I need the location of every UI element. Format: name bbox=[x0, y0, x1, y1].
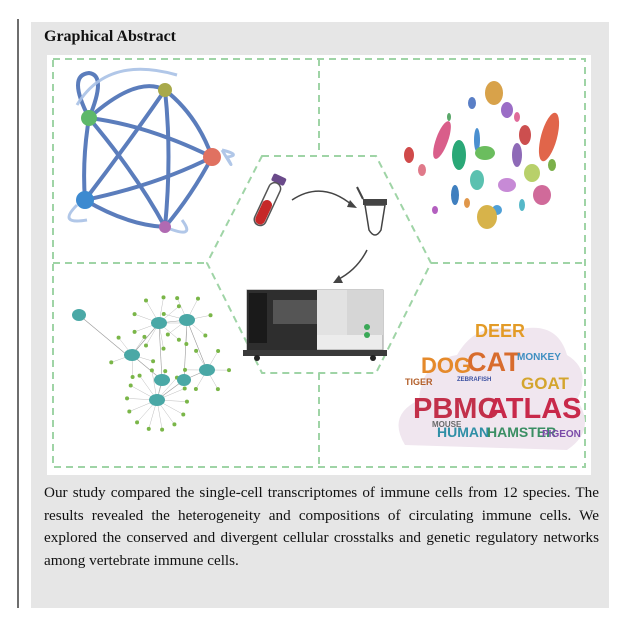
word-tiger: TIGER bbox=[405, 377, 433, 387]
leaf-node bbox=[175, 296, 180, 301]
leaf-node bbox=[194, 348, 199, 353]
leaf-node bbox=[181, 412, 186, 417]
word-atlas: ATLAS bbox=[487, 393, 582, 425]
leaf-node bbox=[132, 329, 137, 334]
abstract-caption: Our study compared the single-cell trans… bbox=[44, 484, 599, 569]
leaf-node bbox=[161, 346, 166, 351]
word-pbmc: PBMC bbox=[413, 393, 498, 425]
leaf-node bbox=[216, 349, 221, 354]
leaf-node bbox=[144, 343, 148, 348]
leaf-node bbox=[176, 337, 181, 342]
leaf-node bbox=[165, 332, 170, 337]
word-zebrafish: ZEBRAFISH bbox=[457, 377, 491, 383]
leaf-node bbox=[176, 304, 181, 309]
leaf-node bbox=[144, 298, 148, 303]
leaf-node bbox=[183, 367, 188, 372]
word-cat: CAT bbox=[467, 347, 521, 377]
leaf-node bbox=[163, 369, 168, 374]
sequencer-instrument bbox=[243, 289, 387, 361]
leaf-node bbox=[172, 422, 177, 427]
leaf-node bbox=[135, 420, 140, 425]
microtube bbox=[356, 186, 387, 236]
graphical-abstract-figure: DEER DOG CAT GOAT MONKEY PBMC ATLAS HUMA… bbox=[47, 55, 591, 475]
leaf-node bbox=[146, 426, 151, 431]
leaf-node bbox=[161, 312, 166, 317]
blood-tube bbox=[253, 173, 287, 227]
leaf-node bbox=[125, 396, 130, 401]
word-goat: GOAT bbox=[521, 374, 569, 393]
leaf-node bbox=[208, 313, 213, 318]
umap-cluster-plot bbox=[404, 81, 560, 229]
species-word-cloud: DEER DOG CAT GOAT MONKEY PBMC ATLAS HUMA… bbox=[398, 321, 585, 450]
dashed-grid bbox=[52, 58, 586, 468]
leaf-node bbox=[215, 387, 220, 392]
leaf-node bbox=[142, 334, 147, 339]
leaf-node bbox=[182, 386, 187, 391]
leaf-node bbox=[149, 368, 154, 373]
leaf-node bbox=[161, 295, 166, 300]
leaf-node bbox=[128, 383, 133, 388]
cell-communication-network bbox=[67, 67, 235, 234]
panel-heading: Graphical Abstract bbox=[44, 28, 176, 45]
leaf-nodes bbox=[109, 295, 231, 432]
leaf-node bbox=[127, 409, 132, 414]
word-human: HUMAN bbox=[437, 424, 489, 440]
left-margin-rule bbox=[17, 19, 19, 608]
leaf-node bbox=[226, 368, 231, 373]
leaf-node bbox=[130, 374, 135, 379]
leaf-node bbox=[151, 359, 156, 364]
word-dog: DOG bbox=[421, 353, 471, 378]
leaf-node bbox=[184, 341, 189, 346]
leaf-node bbox=[203, 333, 208, 338]
leaf-node bbox=[184, 399, 189, 404]
word-mouse: MOUSE bbox=[432, 420, 462, 429]
leaf-node bbox=[193, 386, 198, 391]
leaf-node bbox=[137, 373, 142, 378]
leaf-node bbox=[116, 335, 121, 340]
word-monkey: MONKEY bbox=[517, 352, 561, 363]
leaf-node bbox=[160, 427, 165, 432]
leaf-node bbox=[109, 360, 114, 365]
leaf-node bbox=[132, 312, 137, 317]
word-hamster: HAMSTER bbox=[487, 424, 556, 440]
gene-regulatory-network bbox=[72, 295, 231, 432]
workflow-illustration bbox=[243, 173, 387, 361]
word-deer: DEER bbox=[475, 321, 525, 341]
leaf-node bbox=[195, 296, 200, 301]
word-pigeon: PIGEON bbox=[542, 429, 581, 440]
